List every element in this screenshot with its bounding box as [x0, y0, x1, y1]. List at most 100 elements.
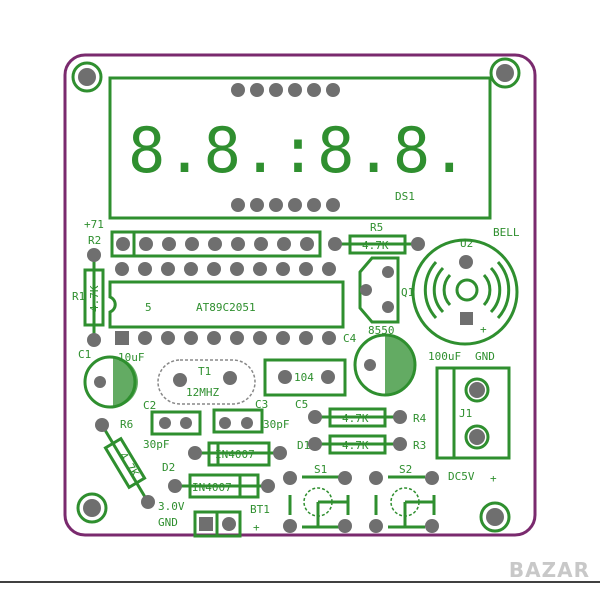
bt1-plus: + [253, 521, 260, 534]
bell-label: BELL [493, 226, 520, 239]
t1-value: 12MHZ [186, 386, 219, 399]
c1-value: 10uF [118, 351, 145, 364]
capacitor-c4: C4 100uF GND [343, 332, 495, 397]
pad [276, 331, 290, 345]
capacitor-c1: C1 10uF [78, 348, 145, 409]
dc5v-plus: + [490, 472, 497, 485]
d1-label: D1 [297, 439, 310, 452]
u2-label: U2 [460, 237, 473, 250]
battery-bt1: 3.0V GND BT1 + [158, 500, 270, 538]
diode-d1: IN4007 [188, 441, 287, 467]
pad [288, 198, 302, 212]
r1-value: 4.7K [88, 285, 101, 312]
pad [184, 331, 198, 345]
d1-part: IN4007 [215, 448, 255, 461]
pad [230, 331, 244, 345]
d2-part: IN4007 [192, 481, 232, 494]
crystal-t1: T1 12MHZ [157, 359, 256, 405]
c4-label: C4 [343, 332, 357, 345]
pad [326, 83, 340, 97]
gnd-label-j1: GND [475, 350, 495, 363]
header-r2: +71 R2 [84, 218, 322, 258]
pad [116, 237, 130, 251]
pad [253, 331, 267, 345]
c5-label: C5 [295, 398, 308, 411]
r1-label: R1 [72, 290, 85, 303]
d2-label: D2 [162, 461, 175, 474]
capacitor-104: 104 [263, 358, 347, 397]
pad [326, 198, 340, 212]
r3-value: 4.7K [342, 439, 369, 452]
pad [138, 331, 152, 345]
board-outline [63, 53, 537, 537]
switch-s2: S2 [369, 463, 439, 533]
c3-value: 30pF [263, 418, 290, 431]
c2-label: C2 [143, 399, 156, 412]
resistor-r4: 4.7K R4 [308, 407, 427, 428]
pad [207, 331, 221, 345]
resistor-r1: R1 4.7K [72, 248, 105, 347]
pad [300, 237, 314, 251]
pad [250, 198, 264, 212]
pad [269, 198, 283, 212]
transistor-q1: Q1 8550 [358, 256, 414, 337]
pad [139, 237, 153, 251]
pad [276, 262, 290, 276]
bt1-gnd: GND [158, 516, 178, 529]
pad [288, 83, 302, 97]
t1-label: T1 [198, 365, 211, 378]
diode-d2: IN4007 D2 [162, 461, 275, 499]
display-ds1: 8.8.:8.8. DS1 [108, 76, 492, 220]
pad [162, 237, 176, 251]
resistor-r5: R5 4.7K [328, 221, 425, 255]
pad [307, 198, 321, 212]
pad [115, 331, 129, 345]
buzzer-u2: BELL U2 + [411, 226, 520, 346]
capacitor-c2: C2 30pF [143, 399, 202, 451]
pad [185, 237, 199, 251]
pad [269, 83, 283, 97]
resistor-r6: R6 4.7K [95, 418, 155, 509]
pad [253, 262, 267, 276]
r6-label: R6 [120, 418, 133, 431]
pad [250, 83, 264, 97]
pad [208, 237, 222, 251]
header-top-label: +71 [84, 218, 104, 231]
c4-value: 100uF [428, 350, 461, 363]
c1-label: C1 [78, 348, 91, 361]
pad [254, 237, 268, 251]
pad [184, 262, 198, 276]
pad [231, 237, 245, 251]
bt1-voltage: 3.0V [158, 500, 185, 513]
r2-label: R2 [88, 234, 101, 247]
pad [322, 331, 336, 345]
resistor-r3: 4.7K R3 D1 [297, 434, 426, 455]
c3-label: C3 [255, 398, 268, 411]
pad [322, 262, 336, 276]
pad [138, 262, 152, 276]
pad [230, 262, 244, 276]
r3-label: R3 [413, 439, 426, 452]
pad [299, 331, 313, 345]
s2-label: S2 [399, 463, 412, 476]
pad [161, 331, 175, 345]
r5-value: 4.7K [362, 239, 389, 252]
s1-label: S1 [314, 463, 327, 476]
r5-label: R5 [370, 221, 383, 234]
connector-j1: J1 DC5V + [435, 366, 511, 485]
pad [231, 198, 245, 212]
pad [277, 237, 291, 251]
pad [307, 83, 321, 97]
dc5v-label: DC5V [448, 470, 475, 483]
ic-mark: 5 [145, 301, 152, 314]
c2-value: 30pF [143, 438, 170, 451]
pad [231, 83, 245, 97]
bt1-label: BT1 [250, 503, 270, 516]
switch-s1: S1 [283, 463, 352, 533]
pad [161, 262, 175, 276]
pad [207, 262, 221, 276]
r4-value: 4.7K [342, 412, 369, 425]
ic-at89c2051: 5 AT89C2051 [108, 262, 345, 345]
display-digits: 8.8.:8.8. [128, 114, 468, 187]
